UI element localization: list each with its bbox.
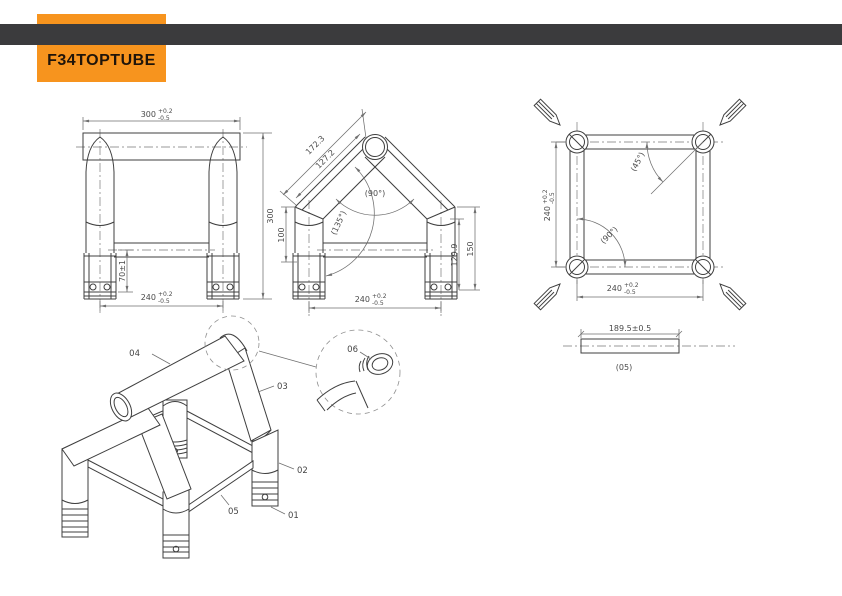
side-right-coupler [424,253,458,300]
iso-bar-back-right [184,409,254,454]
dim-height-inner: 129.9 [450,244,459,267]
spigot-pin [533,283,561,311]
cross-tube-detail: 189.5±0.5 (05) [563,324,735,372]
dim-top-width-tol-plus: +0.2 [624,282,639,289]
dim-top-height-tol-plus: +0.2 [542,189,549,204]
spigot-pin [719,98,747,126]
ring-part-06 [358,353,394,375]
dim-coupler-offset: 70±1 [118,260,127,282]
dim-overall-width-value: 300 [141,110,156,119]
callout-06: 06 [347,345,358,355]
iso-callouts: 04 03 02 05 01 [129,349,308,521]
front-right-coupler [206,253,240,300]
spigot-pin [719,283,747,311]
iso-bar-front-right [186,460,254,514]
product-title: F34TOPTUBE [47,52,156,69]
callout-01: 01 [288,511,299,521]
top-view: (45°) (90°) 240 +0.2 -0.5 240 +0.2 -0.5 [533,98,747,311]
front-left-coupler [83,253,117,300]
callout-03: 03 [277,382,288,392]
front-view: 300 +0.2 -0.5 300 70±1 240 +0.2 -0.5 [76,108,275,316]
dim-corner-angle: (90°) [599,225,620,246]
spigot-pin [533,98,561,126]
dim-leg-spacing-tol-plus: +0.2 [158,291,173,298]
callout-02: 02 [297,466,308,476]
cross-tube-part-label: (05) [616,363,632,372]
dim-overall-width-tol-minus: -0.5 [158,115,170,122]
side-left-coupler [292,253,326,300]
header-stripe [0,24,842,45]
callout-04: 04 [129,349,140,359]
dim-side-leg-spacing-value: 240 [355,295,370,304]
callout-05: 05 [228,507,239,517]
iso-view: 04 03 02 05 01 [61,315,317,559]
detail-reference-circle [204,315,260,371]
iso-tube-04-open-end [109,392,133,422]
dim-height-outer: 150 [466,241,475,256]
dim-diagonal-inner: 127.2 [314,148,337,171]
dim-diagonal-outer: 172.3 [304,134,327,157]
dim-spigot-angle: (45°) [629,151,647,173]
dim-top-height-value: 240 [543,206,552,221]
dim-apex-angle: (90°) [365,189,385,198]
iso-left-top-tube [61,407,161,467]
iso-front-leg [162,485,190,559]
dim-leg-length: 100 [277,227,286,242]
dim-overall-height: 300 [266,208,275,223]
dim-overall-width-tol-plus: +0.2 [158,108,173,115]
iso-right-leg [251,429,279,507]
dim-top-height-tol-minus: -0.5 [549,192,556,204]
iso-bar-left-front [85,458,166,508]
side-view: 172.3 127.2 (90°) (135°) 100 129.9 [277,108,480,316]
dim-top-width-tol-minus: -0.5 [624,289,636,296]
dim-leg-spacing-value: 240 [141,293,156,302]
dim-bend-angle: (135°) [329,209,348,236]
dim-side-leg-spacing-tol-minus: -0.5 [372,300,384,307]
dim-leg-spacing-tol-minus: -0.5 [158,298,170,305]
detail-bubble: 06 [315,329,401,415]
dim-side-leg-spacing-tol-plus: +0.2 [372,293,387,300]
dim-cross-tube-length: 189.5±0.5 [609,324,651,333]
dim-top-width-value: 240 [607,284,622,293]
